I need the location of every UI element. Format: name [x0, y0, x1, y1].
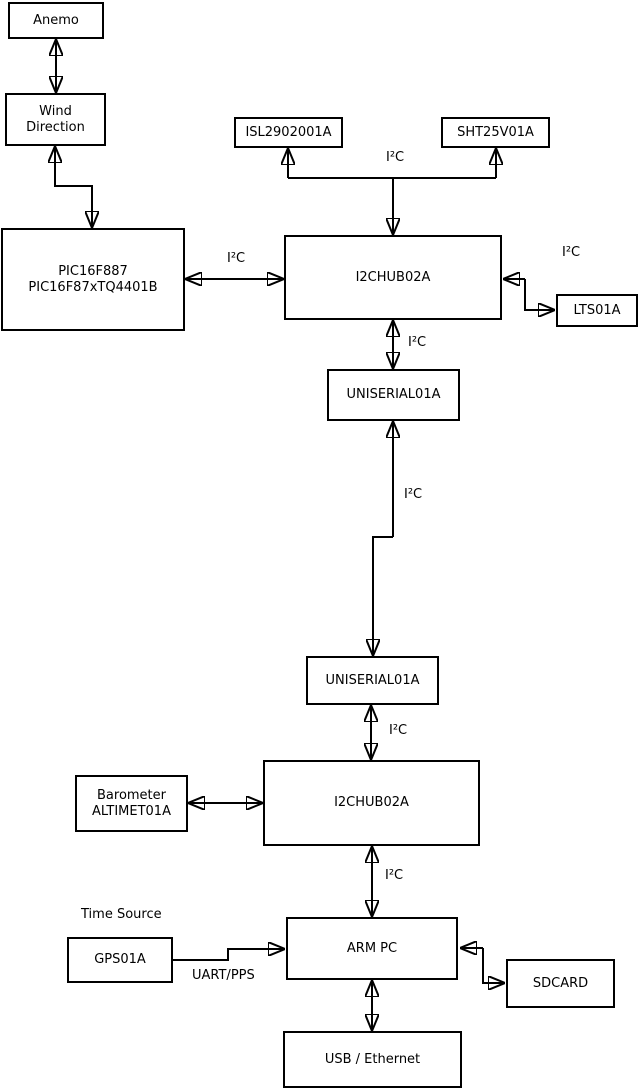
box-barometer: Barometer ALTIMET01A	[75, 775, 188, 832]
box-wind-direction: Wind Direction	[5, 93, 106, 146]
connector-gps-armpc	[173, 949, 285, 961]
box-pic-line2: PIC16F87xTQ4401B	[28, 279, 158, 295]
box-i2chub02a-bottom-label: I2CHUB02A	[334, 795, 409, 810]
box-gps01a-label: GPS01A	[94, 952, 146, 967]
box-anemo-label: Anemo	[33, 12, 79, 28]
box-anemo: Anemo	[8, 2, 104, 39]
box-isl2902001a-label: ISL2902001A	[245, 124, 332, 140]
label-i2c-pic-hub: I²C	[227, 251, 246, 266]
label-uart-pps: UART/PPS	[192, 968, 255, 983]
box-sht25v01a: SHT25V01A	[441, 117, 550, 148]
box-uniserial01a-bottom: UNISERIAL01A	[306, 656, 439, 705]
box-lts01a: LTS01A	[556, 294, 638, 327]
box-pic: PIC16F887 PIC16F87xTQ4401B	[1, 228, 185, 331]
box-lts01a-label: LTS01A	[573, 302, 621, 318]
box-uniserial01a-top-label: UNISERIAL01A	[346, 387, 441, 402]
box-arm-pc-label: ARM PC	[346, 940, 398, 956]
box-barometer-line1: Barometer	[97, 787, 166, 803]
label-i2c-hub-uniserial: I²C	[408, 335, 427, 350]
box-wind-direction-line1: Wind	[39, 103, 72, 119]
label-time-source: Time Source	[81, 907, 162, 922]
box-i2chub02a-top: I2CHUB02A	[284, 235, 502, 320]
box-wind-direction-line2: Direction	[26, 119, 85, 135]
box-isl2902001a: ISL2902001A	[234, 117, 343, 148]
box-i2chub02a-bottom: I2CHUB02A	[263, 760, 480, 846]
box-pic-line1: PIC16F887	[58, 263, 128, 279]
box-i2chub02a-top-label: I2CHUB02A	[355, 269, 431, 285]
box-sht25v01a-label: SHT25V01A	[457, 124, 534, 140]
connector-winddirection-pic	[55, 146, 92, 228]
box-sdcard-label: SDCARD	[532, 975, 589, 991]
label-i2c-lts: I²C	[562, 245, 581, 260]
box-uniserial01a-top: UNISERIAL01A	[327, 369, 460, 421]
connector-armpc-sdcard	[482, 948, 505, 983]
box-gps01a: GPS01A	[67, 937, 173, 983]
box-usb-ethernet-label: USB / Ethernet	[324, 1051, 421, 1067]
connector-long-i2c-down	[373, 536, 393, 656]
label-i2c-sensor-bus: I²C	[386, 150, 405, 165]
box-uniserial01a-bottom-label: UNISERIAL01A	[325, 672, 420, 688]
box-sdcard: SDCARD	[506, 959, 615, 1008]
box-arm-pc: ARM PC	[286, 917, 458, 980]
connector-i2chub1-lts	[524, 279, 555, 310]
label-i2c-uniserial-hub2: I²C	[389, 723, 408, 738]
label-i2c-hub2-armpc: I²C	[385, 868, 404, 883]
box-usb-ethernet: USB / Ethernet	[283, 1031, 462, 1088]
label-i2c-long-link: I²C	[404, 487, 423, 502]
box-barometer-line2: ALTIMET01A	[92, 803, 171, 819]
